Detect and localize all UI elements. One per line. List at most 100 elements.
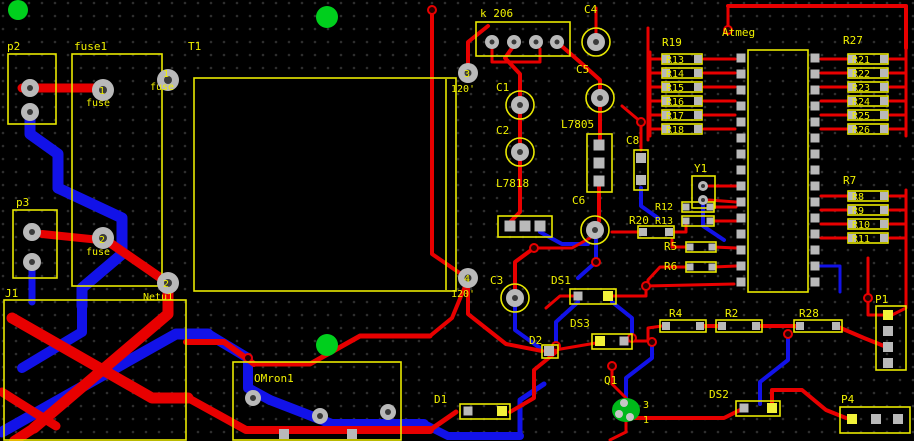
label-r16: R16 <box>666 97 684 108</box>
outline-c3[interactable] <box>500 283 530 313</box>
outline-c5[interactable] <box>585 83 615 113</box>
label-r28: R28 <box>799 307 819 320</box>
label-r5: R5 <box>664 240 677 253</box>
outline-fuse1[interactable] <box>71 53 163 287</box>
label-r12: R12 <box>655 202 673 213</box>
label-t1-pad3-num: 3 <box>464 69 470 80</box>
label-q1-pad3-num: 3 <box>643 400 649 411</box>
label-p4: P4 <box>841 393 855 406</box>
label-r15: R15 <box>666 83 684 94</box>
outline-l7805[interactable] <box>586 133 613 193</box>
label-p3: p3 <box>16 196 29 209</box>
label-c1: C1 <box>496 81 509 94</box>
label-r14: R14 <box>666 69 684 80</box>
label-atmega: Atmeg <box>722 26 755 39</box>
label-fuse-pad1-name: fuse <box>86 98 110 109</box>
label-k206: k 206 <box>480 7 513 20</box>
outline-omron1[interactable] <box>232 361 402 441</box>
label-t1-pad1-name: fuse <box>150 82 174 93</box>
label-r4: R4 <box>669 307 683 320</box>
outline-r13[interactable] <box>681 215 715 227</box>
outline-r12[interactable] <box>681 201 715 213</box>
label-r26: R26 <box>852 125 870 136</box>
outline-p4[interactable] <box>839 406 911 434</box>
label-c8: C8 <box>626 134 639 147</box>
outline-y1[interactable] <box>691 175 716 209</box>
label-r2: R2 <box>725 307 738 320</box>
label-t1-pad1-num: 1 <box>163 69 169 80</box>
label-fuse-pad1-num: 1 <box>99 86 105 97</box>
label-c6: C6 <box>572 194 585 207</box>
label-r20: R20 <box>629 214 649 227</box>
outline-r20[interactable] <box>637 225 675 239</box>
label-ds1: DS1 <box>551 274 571 287</box>
label-c2: C2 <box>496 124 509 137</box>
mounting-hole[interactable] <box>316 6 338 28</box>
label-ds2: DS2 <box>709 388 729 401</box>
label-fuse-pad2-num: 2 <box>99 235 105 246</box>
label-y1: Y1 <box>694 162 707 175</box>
outline-p2[interactable] <box>7 53 57 125</box>
outline-d2[interactable] <box>541 344 559 359</box>
label-t1-pad2-num: 2 <box>163 279 169 290</box>
label-fuse-pad2-name: fuse <box>86 247 110 258</box>
outline-r2[interactable] <box>715 319 763 333</box>
label-omron1: OMron1 <box>254 372 294 385</box>
label-r8: R8 <box>852 192 864 203</box>
label-r10: R10 <box>852 220 870 231</box>
label-r19: R19 <box>662 36 682 49</box>
q1-transistor[interactable] <box>612 398 640 422</box>
t1-body-region <box>194 78 456 291</box>
outline-ds1[interactable] <box>569 288 617 305</box>
outline-ds2[interactable] <box>735 400 781 417</box>
label-d2: D2 <box>529 334 542 347</box>
outline-k206[interactable] <box>475 21 571 57</box>
holes-layer[interactable] <box>8 0 640 422</box>
label-l7818: L7818 <box>496 177 529 190</box>
label-t1: T1 <box>188 40 201 53</box>
outline-j1[interactable] <box>3 299 187 441</box>
outline-r5[interactable] <box>685 241 717 253</box>
label-t1-pad2-name: Netu1 <box>143 292 173 303</box>
label-t1-pad4-num: 4 <box>464 274 470 285</box>
label-r18: R18 <box>666 125 684 136</box>
outline-c4[interactable] <box>581 27 611 57</box>
label-t1-pad3-val: 120' <box>451 84 475 95</box>
label-r17: R17 <box>666 111 684 122</box>
outline-c8[interactable] <box>633 149 649 191</box>
outline-c1[interactable] <box>505 90 535 120</box>
outline-c2[interactable] <box>505 137 535 167</box>
outline-ds3[interactable] <box>591 333 633 350</box>
outline-r6[interactable] <box>685 261 717 273</box>
label-ds3: DS3 <box>570 317 590 330</box>
label-fuse1: fuse1 <box>74 40 107 53</box>
label-r27: R27 <box>843 34 863 47</box>
label-l7805: L7805 <box>561 118 594 131</box>
outline-l7818[interactable] <box>497 215 553 238</box>
label-r7: R7 <box>843 174 856 187</box>
label-c3: C3 <box>490 274 503 287</box>
label-r24: R24 <box>852 97 870 108</box>
outline-c6[interactable] <box>580 215 610 245</box>
label-p1: P1 <box>875 293 888 306</box>
label-r22: R22 <box>852 69 870 80</box>
outline-p1[interactable] <box>875 305 907 371</box>
outline-atmega[interactable] <box>747 49 809 293</box>
outline-r4[interactable] <box>659 319 707 333</box>
label-r21: R21 <box>852 55 870 66</box>
label-j1: J1 <box>5 287 18 300</box>
mounting-hole[interactable] <box>316 334 338 356</box>
label-c5: C5 <box>576 63 589 76</box>
mounting-hole[interactable] <box>8 0 28 20</box>
label-q1: Q1 <box>604 374 617 387</box>
outline-p3[interactable] <box>12 209 58 279</box>
outline-r28[interactable] <box>793 319 843 333</box>
label-q1-pad1-num: 1 <box>643 415 649 426</box>
outline-t1[interactable] <box>193 77 457 292</box>
label-r11: R11 <box>852 234 870 245</box>
outline-d1[interactable] <box>459 403 511 420</box>
